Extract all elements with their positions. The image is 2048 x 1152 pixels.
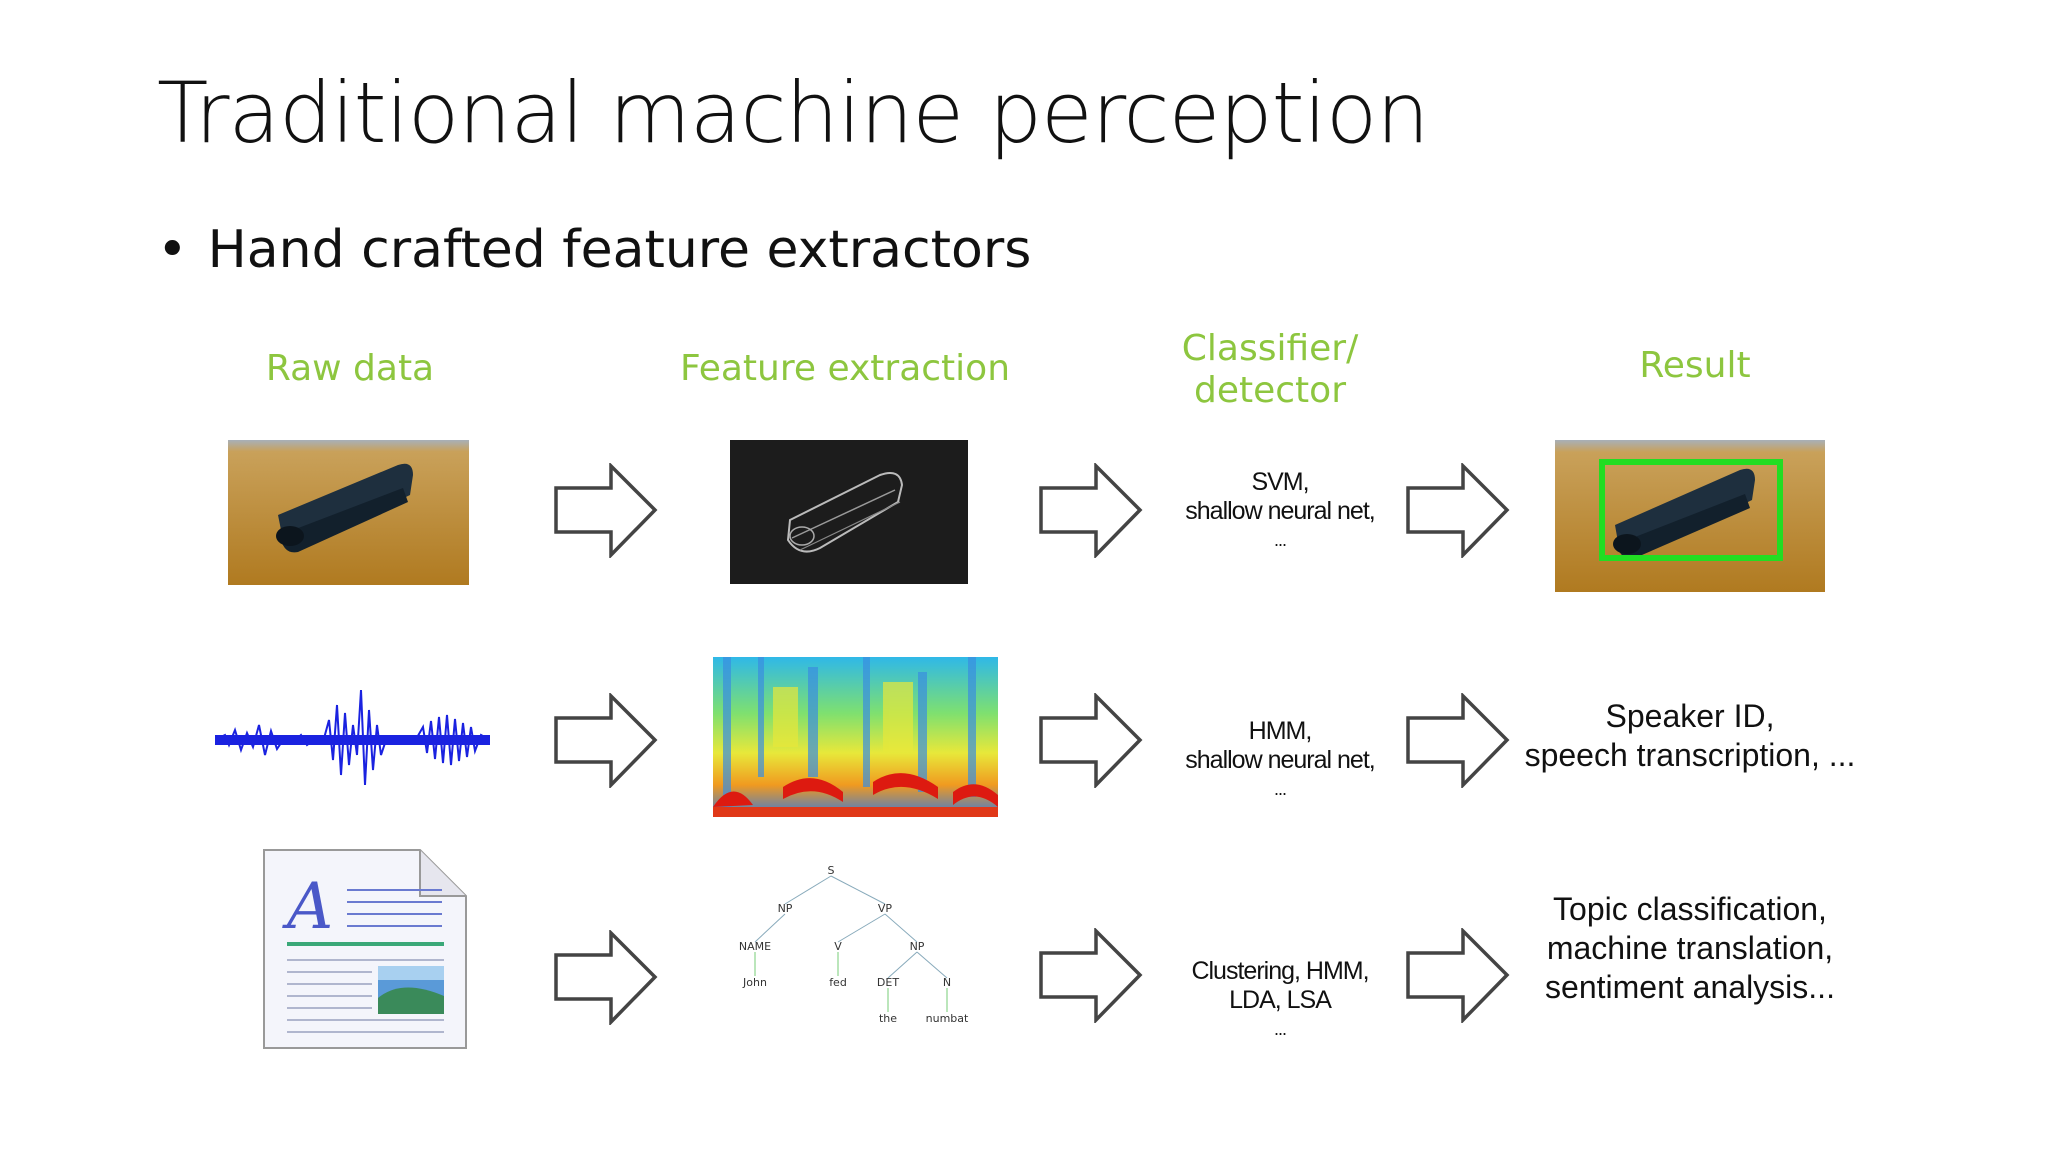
classifier-vision-line1: SVM, — [1251, 468, 1309, 496]
classifier-audio-line1: HMM, — [1248, 717, 1313, 745]
result-text-line2: machine translation, — [1546, 930, 1834, 966]
classifier-vision: SVM, shallow neural net, ... — [1160, 468, 1400, 555]
tree-node-np: NP — [778, 902, 793, 915]
svg-text:A: A — [282, 870, 333, 944]
arrow-right-icon — [553, 693, 658, 788]
tree-node-n: N — [943, 976, 951, 989]
classifier-vision-line2: shallow neural net, — [1185, 497, 1375, 525]
bullet-item: • Hand crafted feature extractors — [157, 220, 1031, 280]
tree-node-np2: NP — [910, 940, 925, 953]
arrow-right-icon — [1038, 463, 1143, 558]
tree-node-s: S — [828, 864, 835, 877]
edge-feature-image — [730, 440, 968, 584]
classifier-audio-line2: shallow neural net, — [1185, 746, 1375, 774]
header-classifier-line2: detector — [1194, 370, 1346, 411]
result-text-line1: Topic classification, — [1553, 891, 1827, 927]
classifier-text-line2: LDA, LSA — [1229, 986, 1332, 1014]
classifier-text: Clustering, HMM, LDA, LSA ... — [1155, 957, 1405, 1044]
classifier-audio: HMM, shallow neural net, ... — [1160, 717, 1400, 804]
tree-node-name: NAME — [739, 940, 771, 953]
arrow-right-icon — [1405, 928, 1510, 1023]
document-icon: A — [262, 848, 469, 1055]
arrow-right-icon — [1038, 928, 1143, 1023]
header-raw-data: Raw data — [265, 348, 435, 389]
classifier-vision-line3: ... — [1273, 530, 1287, 550]
bullet-dot: • — [157, 220, 188, 280]
arrow-right-icon — [553, 930, 658, 1025]
parse-tree-diagram: S NP VP NAME V NP John fed DET N the num… — [725, 862, 995, 1042]
classifier-audio-line3: ... — [1273, 779, 1287, 799]
tree-leaf-fed: fed — [829, 976, 847, 989]
arrow-right-icon — [1038, 693, 1143, 788]
slide-title: Traditional machine perception — [157, 64, 1430, 162]
tree-leaf-numbat: numbat — [926, 1012, 969, 1025]
result-text: Topic classification, machine translatio… — [1510, 890, 1870, 1007]
arrow-right-icon — [553, 463, 658, 558]
header-classifier-detector: Classifier/ detector — [1160, 328, 1380, 412]
spectrogram-image — [713, 657, 998, 817]
audio-waveform — [214, 685, 491, 800]
result-audio-line2: speech transcription, ... — [1524, 737, 1856, 773]
result-text-line3: sentiment analysis... — [1545, 969, 1835, 1005]
arrow-right-icon — [1405, 463, 1510, 558]
detection-result-photo — [1555, 440, 1825, 592]
result-audio: Speaker ID, speech transcription, ... — [1510, 697, 1870, 775]
arrow-right-icon — [1405, 693, 1510, 788]
header-classifier-line1: Classifier/ — [1181, 328, 1359, 369]
tree-node-det: DET — [877, 976, 899, 989]
stapler-photo — [228, 440, 469, 585]
tree-leaf-the: the — [879, 1012, 897, 1025]
classifier-text-line1: Clustering, HMM, — [1191, 957, 1369, 985]
tree-leaf-john: John — [742, 976, 767, 989]
tree-node-v: V — [834, 940, 842, 953]
header-feature-extraction: Feature extraction — [679, 348, 1011, 389]
result-audio-line1: Speaker ID, — [1605, 698, 1775, 734]
header-result: Result — [1639, 345, 1751, 386]
classifier-text-line3: ... — [1273, 1019, 1287, 1039]
bullet-text: Hand crafted feature extractors — [207, 220, 1032, 280]
tree-node-vp: VP — [878, 902, 893, 915]
